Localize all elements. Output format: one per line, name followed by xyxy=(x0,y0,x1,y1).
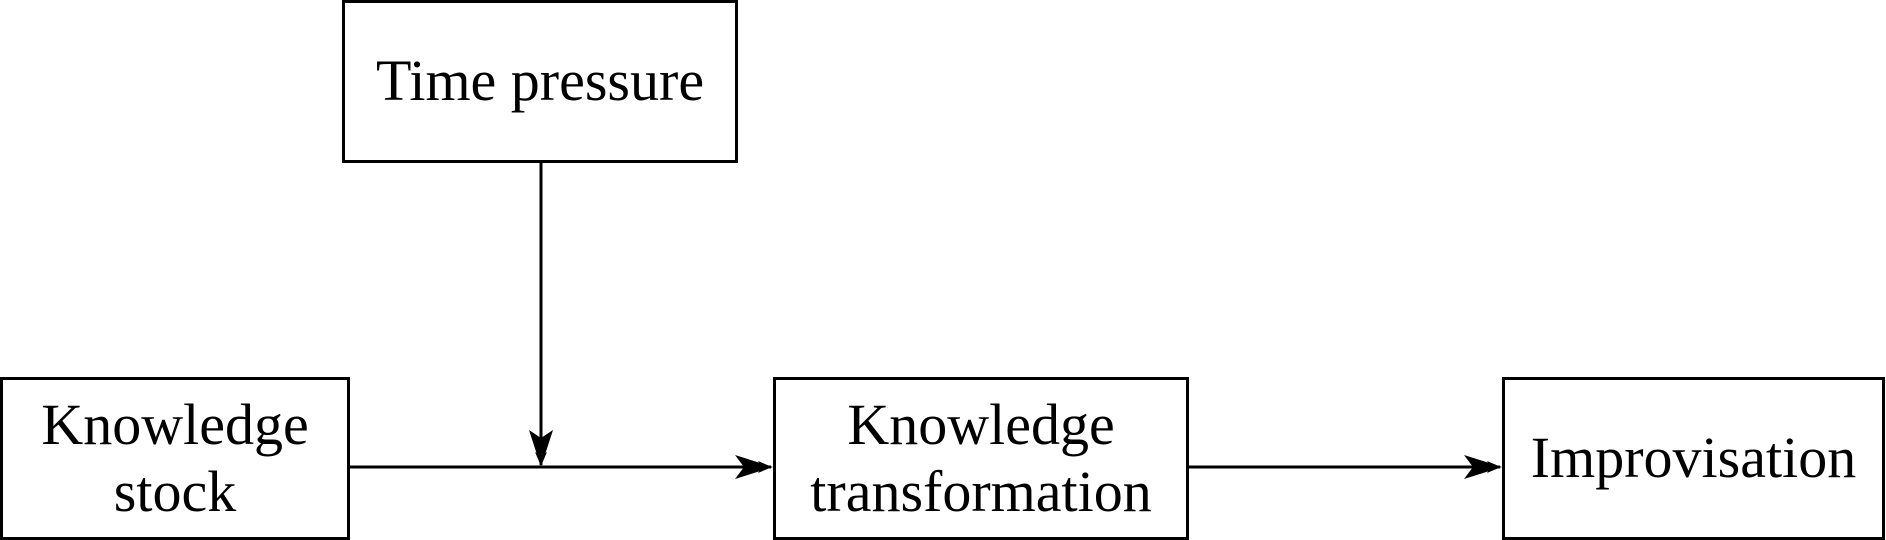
node-knowledge-transformation: Knowledge transformation xyxy=(773,377,1189,540)
node-label-line1: Knowledge xyxy=(847,391,1115,457)
node-label-line1: Knowledge xyxy=(41,391,309,457)
node-label: Time pressure xyxy=(375,48,705,114)
node-knowledge-stock: Knowledge stock xyxy=(0,377,350,540)
node-label: Improvisation xyxy=(1530,425,1857,491)
node-time-pressure: Time pressure xyxy=(342,0,738,163)
node-label-line2: stock xyxy=(113,458,237,524)
node-label-line2: transformation xyxy=(810,458,1152,524)
node-improvisation: Improvisation xyxy=(1502,377,1885,540)
